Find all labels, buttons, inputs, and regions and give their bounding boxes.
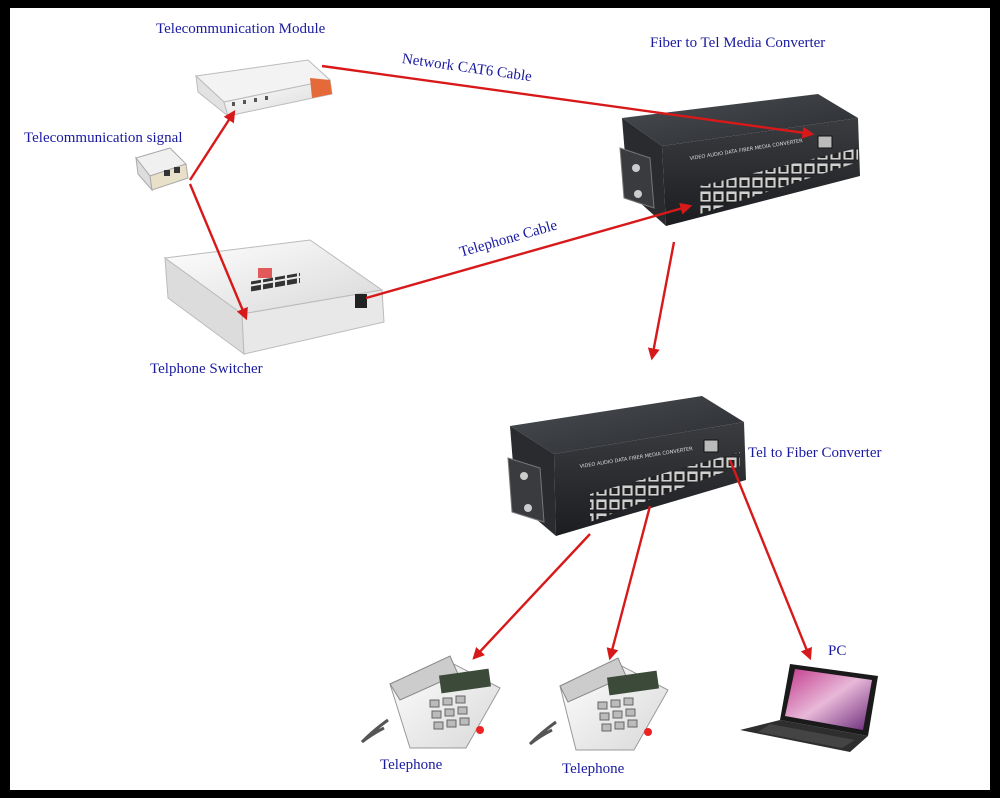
label-telecom-module: Telecommunication Module xyxy=(156,21,326,37)
arrow-module-to-converter xyxy=(321,64,815,139)
label-fiber-to-tel: Fiber to Tel Media Converter xyxy=(650,35,826,51)
label-telephone-1: Telephone xyxy=(380,757,443,773)
arrow-signal-to-switcher xyxy=(188,183,248,321)
diagram-svg: VIDEO AUDIO DATA FIBER MEDIA CONVERTER V… xyxy=(135,59,878,752)
label-telephone-2: Telephone xyxy=(562,761,625,777)
tel-to-fiber-converter-device: VIDEO AUDIO DATA FIBER MEDIA CONVERTER xyxy=(507,396,746,536)
telephone-1-device xyxy=(360,655,501,749)
telephone-switcher-device xyxy=(163,239,385,356)
arrow-to-pc xyxy=(728,459,812,661)
laptop-pc-device xyxy=(740,664,878,752)
arrow-signal-to-module xyxy=(188,109,236,181)
arrow-converter-to-converter xyxy=(647,241,676,361)
label-telecom-signal: Telecommunication signal xyxy=(24,130,183,146)
label-pc: PC xyxy=(828,643,847,659)
arrow-switcher-to-converter xyxy=(365,202,693,300)
telecom-module-device xyxy=(194,59,333,118)
fiber-to-tel-converter-device: VIDEO AUDIO DATA FIBER MEDIA CONVERTER xyxy=(619,94,860,226)
label-tel-to-fiber: Tel to Fiber Converter xyxy=(748,445,882,461)
diagram-canvas: VIDEO AUDIO DATA FIBER MEDIA CONVERTER V… xyxy=(10,8,990,790)
arrow-to-telephone-1 xyxy=(472,533,591,660)
label-telephone-switcher: Telphone Switcher xyxy=(150,361,263,377)
connection-arrows xyxy=(188,64,815,661)
telephone-2-device xyxy=(528,657,669,751)
arrow-to-telephone-2 xyxy=(606,505,652,661)
signal-splitter-device xyxy=(135,147,189,192)
